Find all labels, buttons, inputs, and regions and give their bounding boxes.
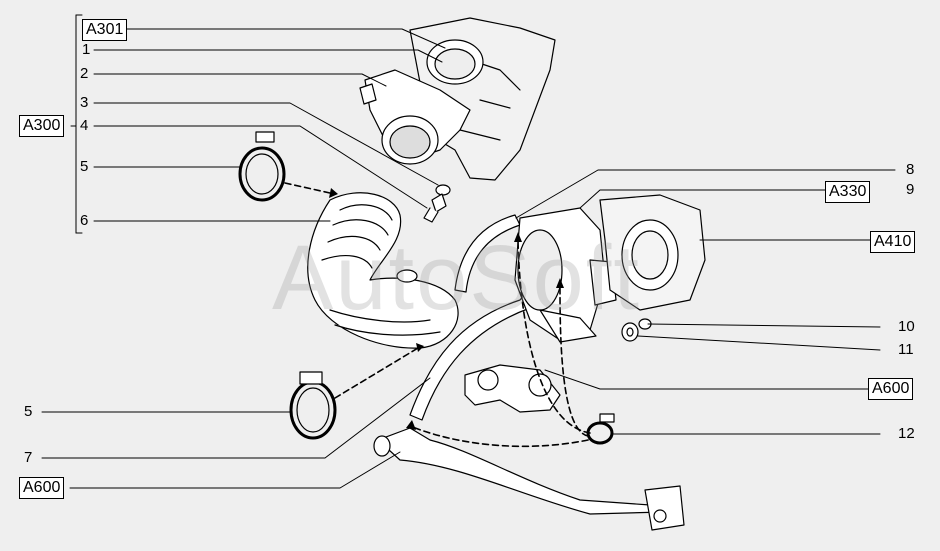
hose-clamp-upper [238, 131, 286, 202]
callout-5-lower: 5 [24, 403, 33, 420]
intake-hose-6 [307, 192, 459, 349]
assembly-arrows [284, 182, 591, 448]
ref-box-a300: A300 [19, 115, 65, 137]
callout-12: 12 [898, 425, 915, 442]
callout-3: 3 [80, 94, 89, 111]
callout-11: 11 [898, 341, 914, 358]
ref-box-a600-right: A600 [868, 378, 914, 400]
callout-5-upper: 5 [80, 158, 89, 175]
washer-3 [435, 184, 451, 196]
manifold-flange [599, 194, 706, 311]
ref-box-a600-left: A600 [19, 477, 65, 499]
callout-7: 7 [24, 449, 33, 466]
callout-10: 10 [898, 318, 915, 335]
arrow-heads [329, 188, 564, 430]
callout-2: 2 [80, 65, 89, 82]
ref-box-a301: A301 [82, 19, 128, 41]
coolant-tube [373, 427, 685, 531]
ref-box-a330: A330 [825, 181, 871, 203]
callout-1: 1 [82, 41, 91, 58]
thermostat-housing [464, 364, 561, 413]
gasket-ring-1 [426, 39, 484, 85]
hose-8 [454, 214, 521, 293]
callout-4: 4 [80, 117, 89, 134]
callout-8: 8 [906, 161, 915, 178]
ref-box-a410: A410 [870, 231, 916, 253]
leader-lines [41, 14, 896, 489]
bolt-4 [423, 193, 447, 223]
watermark: AutoSoft [272, 227, 641, 329]
nut-11 [621, 322, 639, 342]
hose-clamp-lower [289, 371, 337, 440]
callout-6: 6 [80, 212, 89, 229]
air-inlet-pipe-2 [359, 69, 471, 165]
hose-clamp-12 [586, 413, 615, 445]
callout-9: 9 [906, 181, 915, 198]
